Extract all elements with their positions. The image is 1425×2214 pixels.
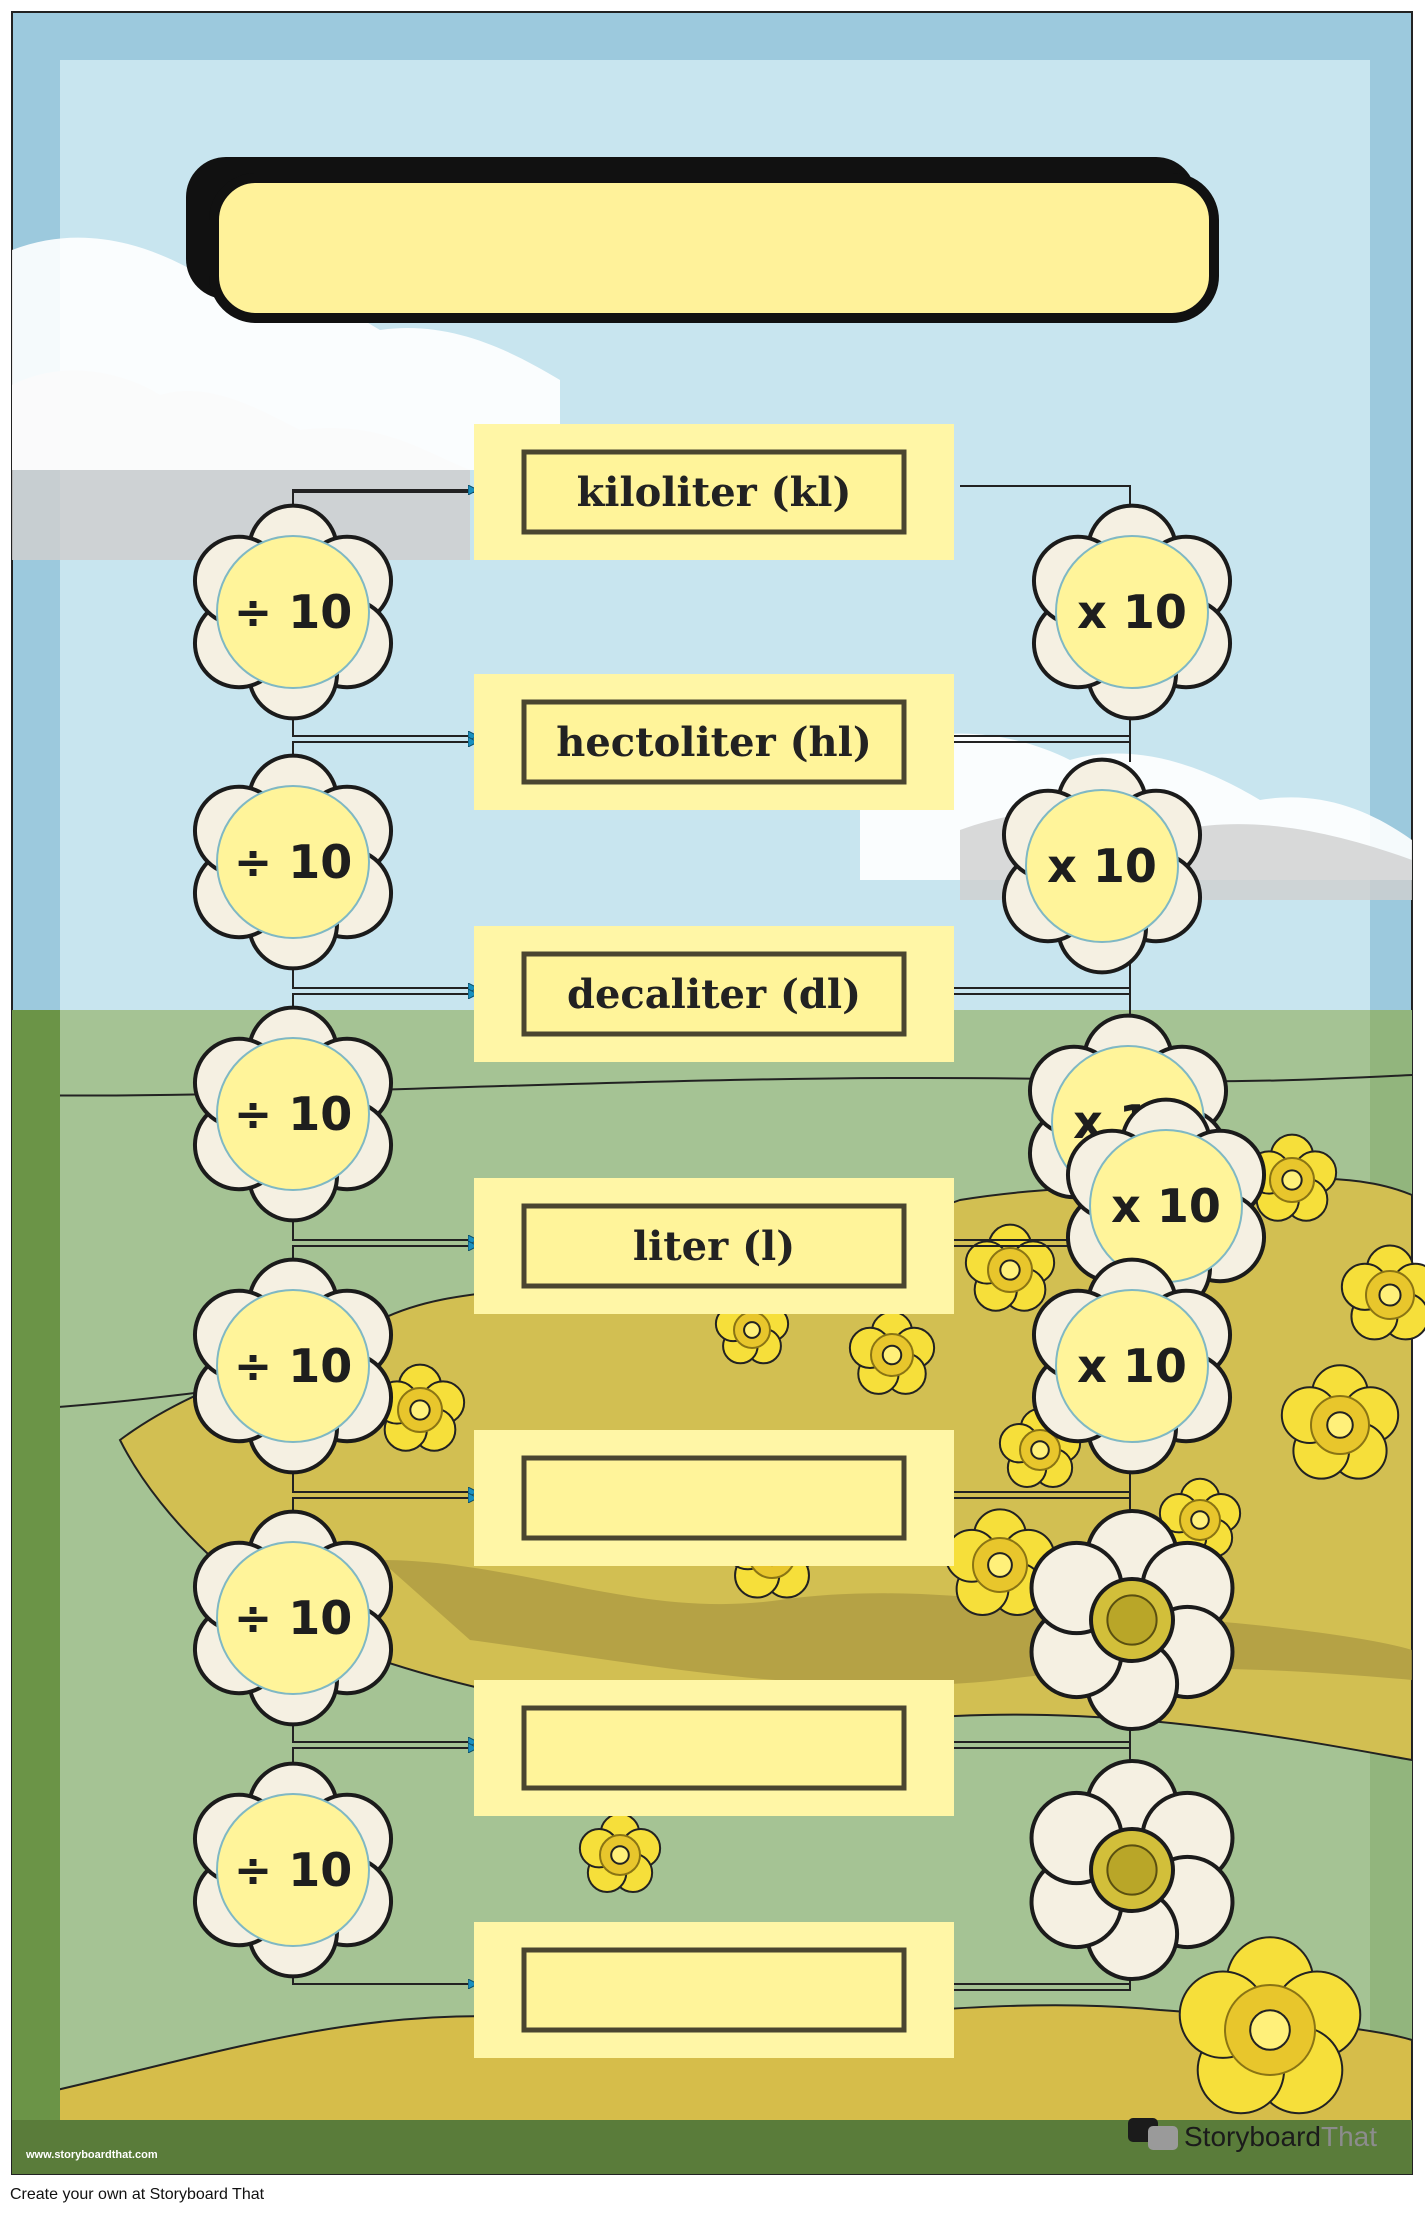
flower-center xyxy=(1025,789,1179,943)
divide-flower: ÷ 10 xyxy=(192,503,394,721)
title-banner-box xyxy=(209,173,1219,323)
connector-line xyxy=(960,485,1131,512)
divide-flowers: ÷ 10 ÷ 10 ÷ 10 ÷ 10 ÷ 10 ÷ 10 xyxy=(192,503,394,1979)
yellow-flower-icon xyxy=(1340,1244,1425,1341)
unit-box-inner xyxy=(521,1947,907,2033)
connector-line xyxy=(960,735,1131,762)
connector-line xyxy=(960,987,1131,1014)
unit-label: kiloliter (kl) xyxy=(577,469,852,516)
unit-boxes: kiloliter (kl) hectoliter (hl) decaliter (… xyxy=(474,424,954,2058)
operation-label: x 10 xyxy=(1047,839,1157,893)
operation-label: x 10 xyxy=(1111,1179,1221,1233)
operation-label: ÷ 10 xyxy=(234,835,353,889)
unit-box-inner xyxy=(521,1455,907,1541)
multiply-flower: x 10 xyxy=(1001,757,1203,975)
storyboard-logo: StoryboardThat xyxy=(1128,2118,1377,2152)
flower-center xyxy=(216,1541,370,1695)
unit-label: hectoliter (hl) xyxy=(556,719,872,766)
logo-text: StoryboardThat xyxy=(1184,2121,1377,2152)
divide-flower: ÷ 10 xyxy=(192,1005,394,1223)
bottom-strip xyxy=(12,2120,1412,2174)
operation-label: x 10 xyxy=(1077,1339,1187,1393)
flower-center xyxy=(1055,1289,1209,1443)
left-field-edge xyxy=(12,1010,60,2174)
flower-center xyxy=(216,1793,370,1947)
unit-box-inner xyxy=(521,699,907,785)
yellow-flower-icon xyxy=(1280,1364,1400,1480)
flower-center xyxy=(216,1037,370,1191)
unit-box xyxy=(474,1680,954,1816)
unit-box xyxy=(474,1430,954,1566)
white-daisy-icon xyxy=(1029,1508,1235,1732)
title-banner xyxy=(186,157,1219,323)
logo-brand-a: Storyboard xyxy=(1184,2121,1321,2152)
yellow-flower-icon xyxy=(964,1223,1056,1312)
unit-box: liter (l) xyxy=(474,1178,954,1314)
flower-center xyxy=(216,785,370,939)
credit-line: Create your own at Storyboard That xyxy=(10,2186,265,2203)
multiply-flower: x 10 xyxy=(1065,1097,1267,1315)
footer-bar: www.storyboardthat.com StoryboardThat xyxy=(25,2118,1377,2161)
operation-label: ÷ 10 xyxy=(234,1339,353,1393)
divide-flower: ÷ 10 xyxy=(192,1509,394,1727)
white-daisy-icon xyxy=(1029,1758,1235,1982)
unit-box-inner xyxy=(521,1203,907,1289)
operation-label: ÷ 10 xyxy=(234,585,353,639)
unit-box: hectoliter (hl) xyxy=(474,674,954,810)
unit-box-inner xyxy=(521,1705,907,1791)
multiply-flower: x 10 xyxy=(1031,1257,1233,1475)
divide-flower: ÷ 10 xyxy=(192,1761,394,1979)
unit-box-inner xyxy=(521,951,907,1037)
footer-url: www.storyboardthat.com xyxy=(25,2149,158,2161)
connector-arrow xyxy=(292,962,476,988)
operation-label: x 10 xyxy=(1077,585,1187,639)
multiply-flower: x 10 xyxy=(1031,503,1233,721)
divide-flower: ÷ 10 xyxy=(192,753,394,971)
connector-arrow xyxy=(292,1214,476,1240)
flower-center xyxy=(216,1289,370,1443)
operation-label: ÷ 10 xyxy=(234,1087,353,1141)
flower-center xyxy=(216,535,370,689)
connector-arrow xyxy=(292,1466,476,1492)
flower-core xyxy=(1106,1844,1158,1896)
unit-label: decaliter (dl) xyxy=(567,971,861,1018)
unit-box: decaliter (dl) xyxy=(474,926,954,1062)
unit-box xyxy=(474,1922,954,2058)
unit-label: liter (l) xyxy=(633,1223,795,1270)
logo-brand-b: That xyxy=(1321,2121,1377,2152)
divide-flower: ÷ 10 xyxy=(192,1257,394,1475)
yellow-flower-icon xyxy=(578,1812,662,1893)
yellow-flower-icon xyxy=(998,1407,1082,1488)
flower-center xyxy=(1055,535,1209,689)
operation-label: ÷ 10 xyxy=(234,1591,353,1645)
multiply-flowers: x 10x 10x 10x 10x 10 xyxy=(1001,503,1267,1982)
yellow-flower-icon xyxy=(1178,1936,1362,2115)
unit-box: kiloliter (kl) xyxy=(474,424,954,560)
unit-box-inner xyxy=(521,449,907,535)
cloud-left-white xyxy=(12,237,560,470)
flower-core xyxy=(1106,1594,1158,1646)
operation-label: ÷ 10 xyxy=(234,1843,353,1897)
logo-bubble-icon-2 xyxy=(1148,2126,1178,2150)
